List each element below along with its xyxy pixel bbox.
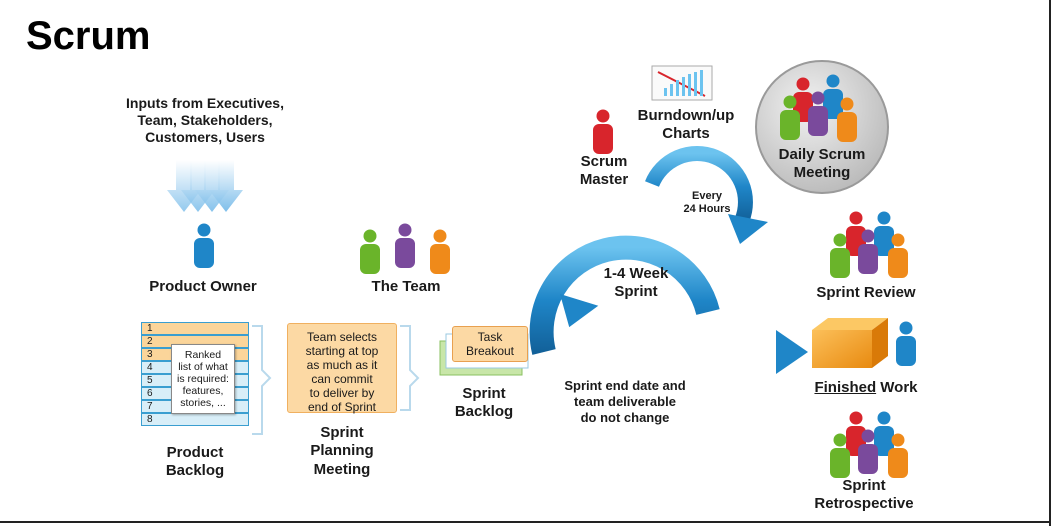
retrospective-line-2: Retrospective xyxy=(814,495,914,513)
backlog-note-line: Ranked xyxy=(184,349,222,361)
sprint-planning-line-3: Meeting xyxy=(313,460,371,478)
page-title: Scrum xyxy=(26,14,151,58)
sprint-review-label: Sprint Review xyxy=(816,284,916,301)
scrum-master-line-1: Scrum xyxy=(580,153,628,170)
planning-note-line: can commit xyxy=(311,372,373,386)
planning-note-line: end of Sprint xyxy=(307,400,377,414)
sprint-planning-note: Team selects starting at top as much as … xyxy=(287,323,397,414)
constraint-line-2: team deliverable xyxy=(574,393,676,409)
inputs-line-3: Customers, Users xyxy=(145,129,265,146)
inputs-line-2: Team, Stakeholders, xyxy=(137,112,273,129)
daily-scrum-line-2: Meeting xyxy=(793,164,851,182)
daily-scrum-line-1: Daily Scrum xyxy=(778,146,866,163)
backlog-note-line: list of what xyxy=(178,361,228,373)
product-owner-icon xyxy=(194,223,214,268)
right-frame-border xyxy=(1049,0,1051,526)
daily-cycle-label: Every 24 Hours xyxy=(672,190,742,217)
scrum-master-label: Scrum Master xyxy=(568,153,640,190)
the-team-label: The Team xyxy=(371,278,441,295)
constraint-line-1: Sprint end date and xyxy=(564,378,686,393)
burndown-line-2: Charts xyxy=(662,125,710,143)
backlog-note-line: is required: xyxy=(177,373,229,385)
sprint-cycle-line-1: 1-4 Week xyxy=(603,265,669,282)
backlog-note: Ranked list of what is required: feature… xyxy=(171,344,235,414)
daily-loop-arrow xyxy=(645,146,768,244)
sprint-backlog-line-2: Backlog xyxy=(454,403,514,421)
planning-note-line: as much as it xyxy=(306,358,378,372)
finished-work-person-icon xyxy=(896,321,916,366)
task-breakout-note: Task Breakout xyxy=(452,326,528,362)
sprint-cycle-label: 1-4 Week Sprint xyxy=(588,265,684,302)
sprint-review-icon xyxy=(830,211,908,278)
sprint-retrospective-icon xyxy=(830,411,908,478)
sprint-retrospective-label: Sprint Retrospective xyxy=(796,477,932,514)
sprint-constraint-note: Sprint end date and team deliverable do … xyxy=(550,378,700,426)
bottom-frame-border xyxy=(0,521,1051,523)
sprint-planning-line-1: Sprint xyxy=(320,424,364,441)
scrum-master-line-2: Master xyxy=(579,171,629,189)
burndown-label: Burndown/up Charts xyxy=(630,107,742,144)
inputs-line-1: Inputs from Executives, xyxy=(126,95,284,111)
retrospective-line-1: Sprint xyxy=(842,477,886,494)
planning-note-line: to deliver by xyxy=(309,386,375,400)
finished-work-box xyxy=(812,318,888,368)
backlog-bracket xyxy=(252,325,420,435)
sprint-backlog-line-1: Sprint xyxy=(462,385,506,402)
burndown-chart-icon xyxy=(651,65,713,101)
backlog-row: 8 xyxy=(141,413,249,426)
backlog-note-line: stories, ... xyxy=(180,397,226,409)
finished-work-underlined: Finished xyxy=(814,379,877,396)
planning-note-line: Team selects xyxy=(306,330,378,344)
task-breakout-line-2: Breakout xyxy=(465,344,515,358)
task-breakout-line-1: Task xyxy=(477,330,503,344)
sprint-backlog-label: Sprint Backlog xyxy=(444,385,524,422)
constraint-line-3: do not change xyxy=(580,409,670,425)
daily-scrum-group xyxy=(755,60,889,194)
inputs-label: Inputs from Executives, Team, Stakeholde… xyxy=(110,95,300,146)
daily-scrum-label: Daily Scrum Meeting xyxy=(766,146,878,183)
product-backlog-list: 1 2 3 4 5 6 7 8 Ranked list of what is r… xyxy=(141,322,249,434)
backlog-row: 1 xyxy=(141,322,249,335)
finished-work-rest: Work xyxy=(876,379,918,396)
daily-cycle-line-2: 24 Hours xyxy=(683,203,731,216)
inputs-arrows xyxy=(167,160,243,212)
team-icon xyxy=(360,223,450,274)
product-owner-label: Product Owner xyxy=(149,278,257,295)
planning-note-line: starting at top xyxy=(305,344,379,358)
product-backlog-label: Product Backlog xyxy=(150,444,240,481)
sprint-cycle-line-2: Sprint xyxy=(614,283,658,301)
sprint-planning-line-2: Planning xyxy=(310,442,374,460)
sprint-planning-label: Sprint Planning Meeting xyxy=(294,424,390,479)
scrum-master-icon xyxy=(593,109,613,154)
burndown-line-1: Burndown/up xyxy=(637,107,735,124)
sprint-cycle-arrow xyxy=(529,235,808,374)
product-backlog-line-1: Product xyxy=(166,444,224,461)
daily-cycle-line-1: Every xyxy=(692,190,722,202)
finished-work-label: Finished Work xyxy=(804,379,928,397)
backlog-note-line: features, xyxy=(182,385,224,397)
product-backlog-line-2: Backlog xyxy=(165,462,225,480)
